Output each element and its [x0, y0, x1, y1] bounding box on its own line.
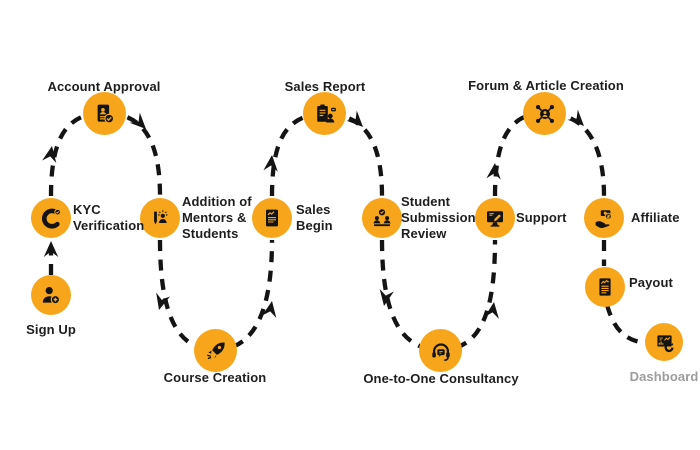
node-course-creation	[194, 329, 237, 372]
headset-chat-icon	[431, 342, 450, 361]
label-sales-begin: Sales Begin	[296, 202, 333, 233]
label-dashboard: Dashboard	[629, 369, 699, 384]
label-sales-report: Sales Report	[284, 79, 366, 94]
payout-document-icon	[599, 278, 611, 296]
label-kyc-verification: KYC Verification	[73, 202, 145, 233]
node-forum-article-creation	[523, 92, 566, 135]
identity-check-icon	[41, 208, 61, 229]
sales-document-icon	[266, 209, 278, 227]
node-support	[475, 198, 515, 238]
hand-money-icon	[595, 210, 612, 228]
path-payout-dashboard	[604, 304, 646, 346]
user-plus-icon	[42, 287, 61, 305]
node-sign-up	[31, 275, 71, 315]
label-affiliate: Affiliate	[631, 210, 680, 225]
arrow-icon	[42, 146, 57, 164]
node-student-submission-review	[362, 198, 402, 238]
arrow-icon	[567, 109, 584, 126]
node-account-approval	[83, 92, 126, 135]
label-forum-article-creation: Forum & Article Creation	[468, 78, 624, 93]
label-sign-up: Sign Up	[26, 322, 76, 337]
path-salesbegin-review	[269, 111, 385, 197]
node-affiliate	[584, 198, 624, 238]
label-student-submission-review: Student Submission Review	[401, 194, 476, 241]
arrow-icon	[346, 110, 363, 127]
arrow-icon	[262, 301, 277, 319]
label-addition-mentors-students: Addition of Mentors & Students	[182, 194, 252, 241]
label-one-to-one-consultancy: One-to-One Consultancy	[363, 371, 519, 386]
node-sales-begin	[252, 198, 292, 238]
monitor-pencil-icon	[487, 211, 503, 227]
mentor-pencil-icon	[154, 210, 168, 225]
node-payout	[585, 267, 625, 307]
arrow-icon	[379, 288, 394, 306]
rocket-icon	[206, 341, 225, 359]
node-one-to-one-consultancy	[419, 329, 462, 372]
arrow-icon	[484, 302, 499, 319]
clipboard-person-icon	[316, 103, 336, 122]
path-support-affiliate	[492, 110, 607, 197]
node-dashboard	[645, 323, 683, 361]
dashboard-charts-icon	[656, 334, 674, 352]
arrow-icon	[156, 292, 171, 310]
peer-review-icon	[373, 209, 391, 227]
arrow-icon	[486, 163, 501, 180]
arrow-icon	[263, 155, 278, 172]
label-payout: Payout	[629, 275, 673, 290]
document-user-check-icon	[97, 104, 114, 123]
user-network-icon	[535, 104, 554, 123]
arrow-icon	[129, 112, 146, 129]
arrow-icon	[43, 241, 59, 257]
node-kyc-verification	[31, 198, 71, 238]
label-support: Support	[516, 210, 567, 225]
node-sales-report	[303, 92, 346, 135]
label-course-creation: Course Creation	[163, 370, 267, 385]
path-kyc-addition	[48, 110, 163, 197]
node-addition-mentors-students	[140, 198, 180, 238]
label-account-approval: Account Approval	[47, 79, 161, 94]
